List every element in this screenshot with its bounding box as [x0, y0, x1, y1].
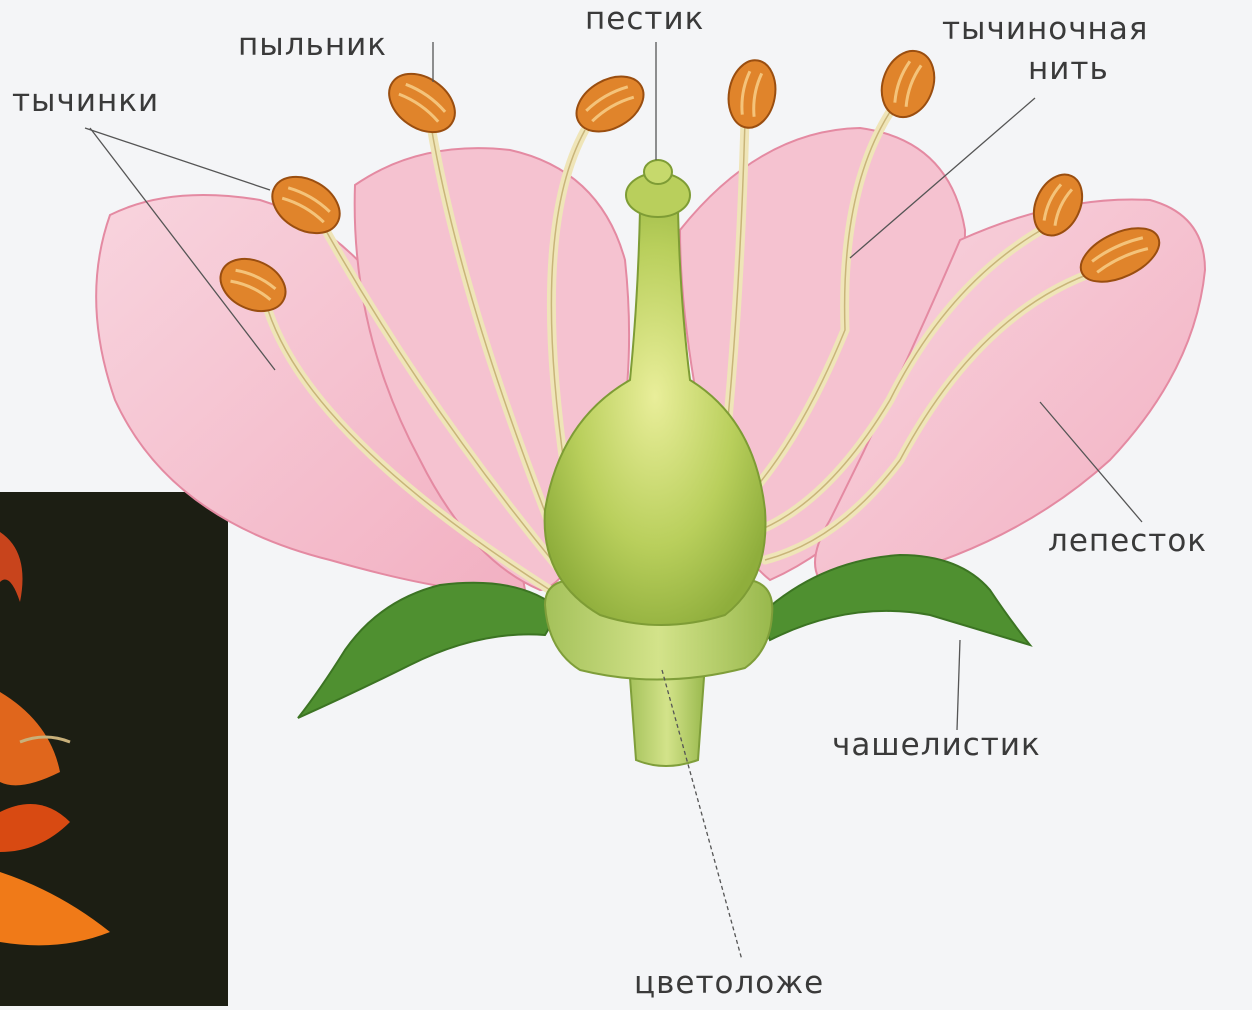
sepal-right	[760, 555, 1030, 645]
label-petal: лепесток	[1048, 526, 1207, 557]
leader-sepal	[957, 640, 960, 730]
anther-5	[723, 57, 780, 132]
label-stamens: тычинки	[12, 86, 159, 117]
leader-stamens-1	[85, 128, 270, 190]
anther-3	[378, 62, 466, 144]
label-receptacle: цветоложе	[634, 968, 824, 999]
label-filament-line2: нить	[1028, 54, 1109, 85]
label-filament-line1: тычиночная	[942, 14, 1148, 45]
label-anther: пыльник	[238, 30, 387, 61]
sepal-left	[298, 583, 560, 718]
anther-6	[873, 43, 943, 124]
label-sepal: чашелистик	[832, 730, 1041, 761]
label-pistil: пестик	[585, 4, 704, 35]
